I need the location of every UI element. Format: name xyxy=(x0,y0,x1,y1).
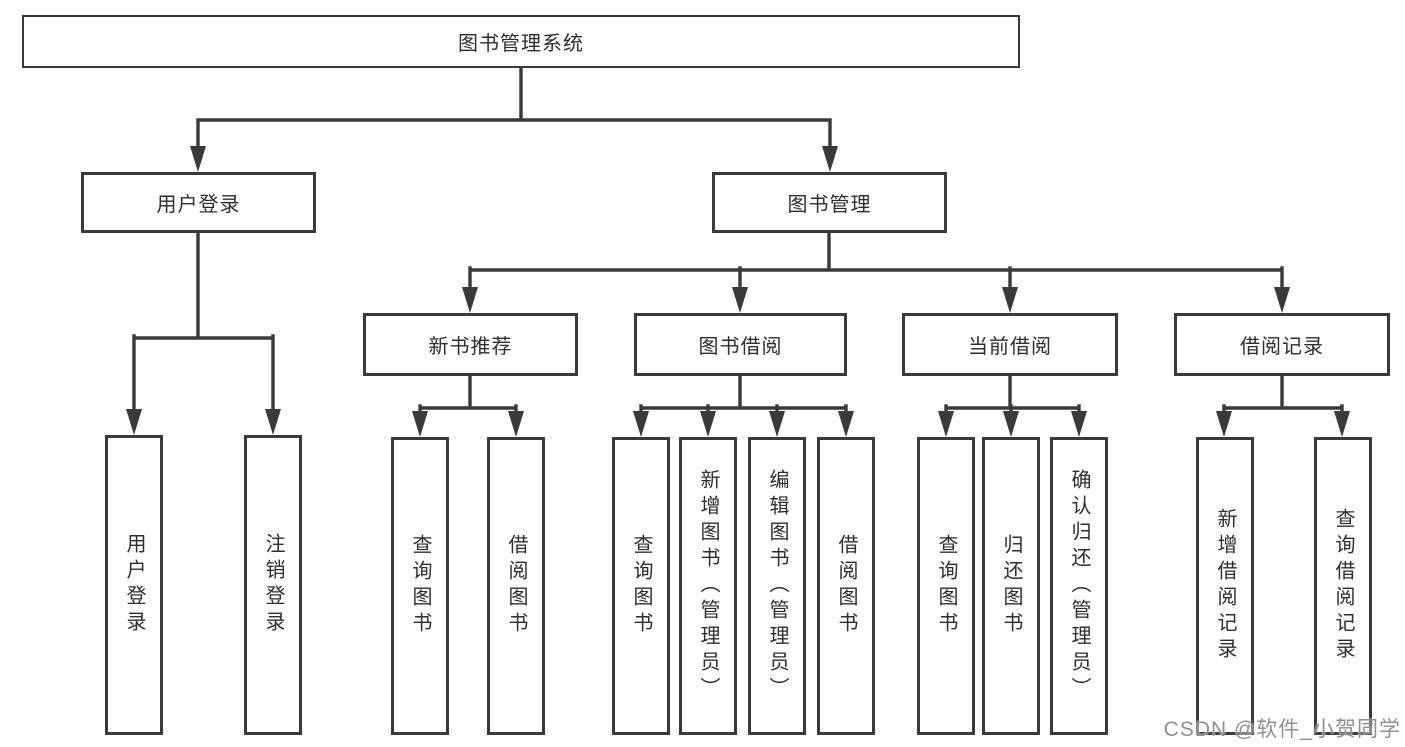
node-current-borrowing: 当前借阅 xyxy=(902,313,1118,376)
leaf-records-add: 新增借阅记录 xyxy=(1196,437,1254,735)
leaf-user-login: 用户登录 xyxy=(105,435,163,735)
arrowhead xyxy=(1003,411,1019,437)
arrowhead xyxy=(700,411,716,437)
leaf-borrow-borrow: 借阅图书 xyxy=(817,437,875,735)
leaf-logout: 注销登录 xyxy=(244,435,302,735)
arrowhead xyxy=(1002,287,1018,313)
connector-paths xyxy=(132,66,1344,415)
node-book-borrowing: 图书借阅 xyxy=(634,313,847,376)
leaf-current-confirm-admin: 确认归还（管理员） xyxy=(1050,437,1108,735)
arrowhead xyxy=(732,287,748,313)
leaf-borrow-query: 查询图书 xyxy=(612,437,670,735)
arrowhead xyxy=(838,411,854,437)
node-user-login: 用户登录 xyxy=(81,172,316,233)
arrowhead xyxy=(1216,411,1232,437)
leaf-current-return: 归还图书 xyxy=(982,437,1040,735)
arrowhead xyxy=(822,146,838,172)
node-book-management: 图书管理 xyxy=(712,172,947,233)
leaf-current-query: 查询图书 xyxy=(917,437,975,735)
leaf-newbook-borrow: 借阅图书 xyxy=(487,437,545,735)
arrowhead xyxy=(508,411,524,437)
arrowhead xyxy=(1274,287,1290,313)
leaf-borrow-add-admin: 新增图书（管理员） xyxy=(679,437,737,735)
arrowhead xyxy=(412,411,428,437)
arrowhead xyxy=(769,411,785,437)
arrowhead xyxy=(190,146,206,172)
node-new-book-recommend: 新书推荐 xyxy=(363,313,578,376)
arrowhead xyxy=(462,287,478,313)
arrowhead xyxy=(1071,411,1087,437)
node-borrow-records: 借阅记录 xyxy=(1174,313,1390,376)
arrowhead xyxy=(633,411,649,437)
leaf-records-query: 查询借阅记录 xyxy=(1314,437,1372,735)
leaf-borrow-edit-admin: 编辑图书（管理员） xyxy=(748,437,806,735)
arrowhead xyxy=(126,409,142,435)
arrowhead xyxy=(265,409,281,435)
arrowhead xyxy=(938,411,954,437)
arrowhead xyxy=(1334,411,1350,437)
node-library-system: 图书管理系统 xyxy=(22,15,1020,68)
leaf-newbook-query: 查询图书 xyxy=(391,437,449,735)
